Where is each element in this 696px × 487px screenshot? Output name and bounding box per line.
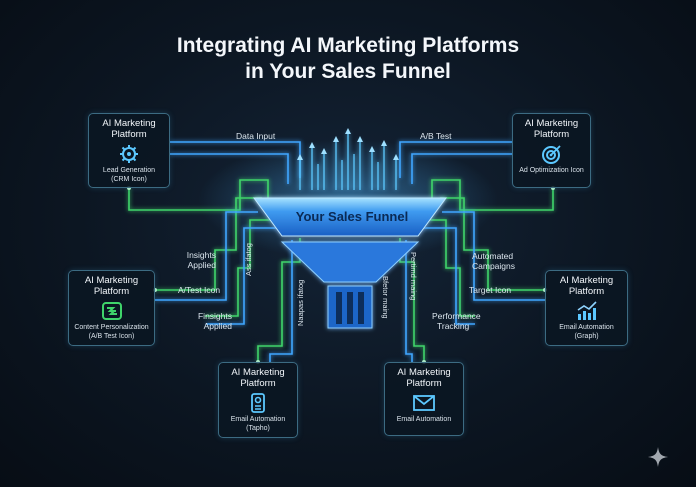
card-lead-generation[interactable]: AI Marketing Platform Lead Generation (C… [88,113,170,188]
label-finsights: Finsights [197,311,232,321]
vertical-label-right-1: Pertimd maing [409,252,418,301]
card-email-automation-graph[interactable]: AI Marketing Platform Email Automation (… [545,270,628,346]
card-subtitle-line-2: (Tapho) [246,425,270,432]
card-ad-optimization[interactable]: AI Marketing Platform Ad Optimization Ic… [512,113,591,188]
card-subtitle-line-1: Ad Optimization Icon [519,167,584,174]
envelope-icon [413,395,435,411]
card-subtitle-line-1: Email Automation [559,324,614,331]
card-title-line-2: Platform [533,129,570,140]
page-title-line-2: in Your Sales Funnel [245,60,451,83]
card-title-line-1: AI Marketing [231,367,285,378]
vertical-label-left-2: Naapas ifatog [296,279,305,326]
card-content-personalization[interactable]: AI Marketing Platform Content Personaliz… [68,270,155,346]
graph-icon [577,301,597,320]
label-target-icon: Target Icon [469,285,512,295]
card-email-automation-tapho[interactable]: AI Marketing Platform Email Automation (… [218,362,298,438]
data-streams [299,132,397,190]
card-title-line-1: AI Marketing [524,118,579,129]
card-subtitle-line-1: Lead Generation [102,167,156,174]
label-campaigns: Campaigns [472,261,515,271]
label-automated: Automated [472,251,514,261]
document-icon [251,393,265,413]
stream-arrows [297,128,399,160]
card-subtitle-line-1: Content Personalization [74,324,149,331]
label-applied: Applied [187,260,216,270]
label-performance: Performance [432,311,481,321]
card-title-line-2: Platform [111,129,147,140]
card-title-line-1: AI Marketing [397,367,451,378]
card-title-line-2: Platform [93,286,130,297]
card-email-automation[interactable]: AI Marketing Platform Email Automation [384,362,464,436]
card-subtitle-line-2: (Graph) [574,333,599,340]
target-icon [541,145,561,164]
card-title-line-2: Platform [406,378,442,389]
page-title-line-1: Integrating AI Marketing Platforms [176,34,520,57]
card-subtitle-line-1: Email Automation [396,416,452,423]
label-ab-test: A/B Test [420,131,452,141]
card-subtitle-line-2: (CRM Icon) [111,176,147,183]
gear-icon [120,145,138,163]
ab-test-icon [101,302,122,320]
card-subtitle-line-2: (A/B Test Icon) [88,333,135,340]
card-title-line-1: AI Marketing [84,275,139,286]
vertical-label-right-2: Bfetor maing [381,276,390,319]
label-insights: Insights [186,250,216,260]
vertical-label-left-1: Ass ifatog [244,243,253,276]
card-title-line-1: AI Marketing [102,118,156,129]
label-applied-2: Applied [203,321,232,331]
card-title-line-2: Platform [568,286,605,297]
card-title-line-1: AI Marketing [559,275,614,286]
sales-funnel [253,197,447,329]
card-title-line-2: Platform [240,378,276,389]
funnel-label: Your Sales Funnel [295,209,409,224]
card-subtitle-line-1: Email Automation [230,416,286,423]
label-tracking: Tracking [437,321,470,331]
label-data-input: Data Input [236,131,276,141]
label-ab-test-icon: A/Test Icon [178,285,221,295]
sparkle-icon [648,447,668,467]
